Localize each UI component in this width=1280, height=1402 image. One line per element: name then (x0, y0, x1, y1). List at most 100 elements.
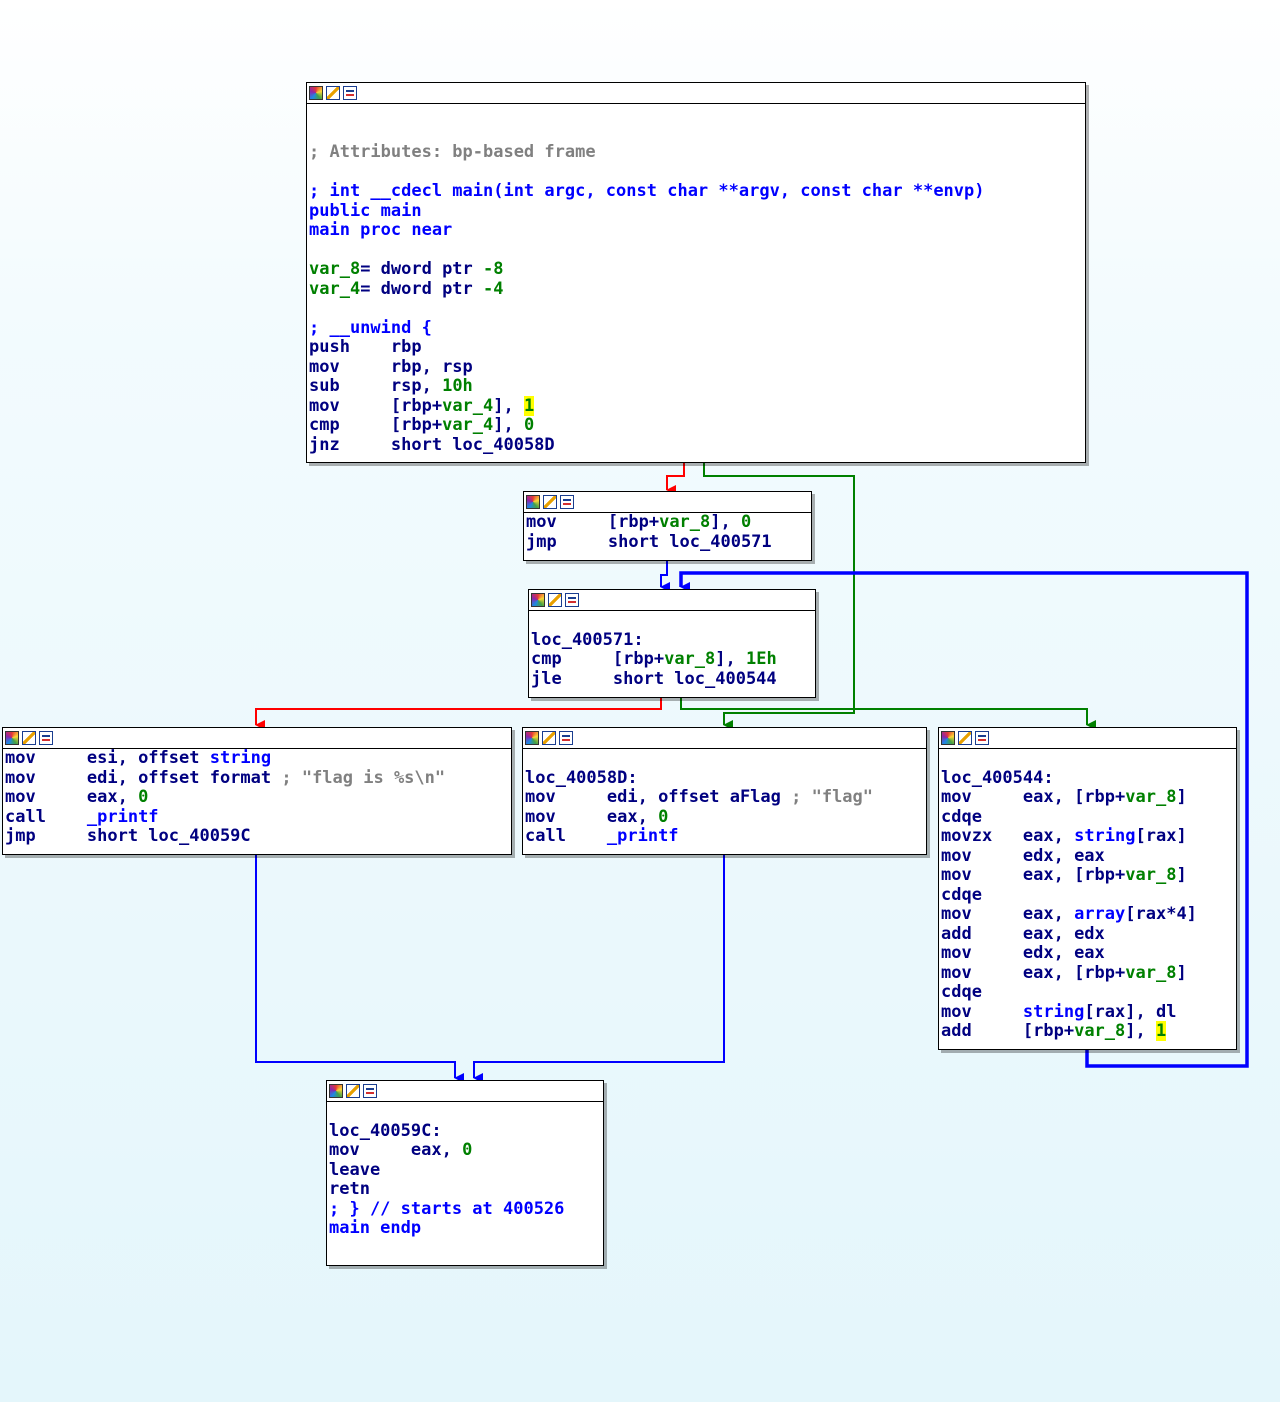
code-token[interactable]: rbp (390, 337, 422, 357)
code-token[interactable]: [rax], dl (1084, 1001, 1177, 1022)
code-token[interactable]: array (1074, 904, 1126, 924)
block-titlebar[interactable] (939, 728, 1236, 749)
code-token[interactable]: mov (941, 845, 1023, 866)
code-token[interactable]: -4 (483, 278, 504, 299)
code-token[interactable]: [rbp+ (1022, 1021, 1075, 1041)
code-token[interactable]: 0 (138, 787, 149, 807)
code-token[interactable]: sub (309, 376, 391, 396)
code-token[interactable]: ] (1176, 787, 1187, 807)
code-token[interactable]: ], (493, 395, 524, 416)
code-token[interactable]: 0 (462, 1140, 473, 1160)
code-token[interactable]: eax, [rbp+ (1022, 787, 1126, 807)
code-token[interactable]: cdqe (941, 806, 982, 827)
code-token[interactable]: -8 (483, 259, 504, 279)
code-token[interactable]: call (5, 806, 87, 827)
color-icon[interactable] (526, 495, 540, 509)
color-icon[interactable] (5, 731, 19, 745)
code-token[interactable]: var_8 (659, 512, 711, 532)
code-token[interactable]: short loc_40058D (390, 434, 555, 455)
code-token[interactable]: 1 (523, 395, 535, 416)
code-token[interactable]: [rbp+ (390, 415, 443, 435)
code-token[interactable]: eax, (606, 806, 659, 827)
code-token[interactable]: loc_40058D: (525, 767, 638, 788)
code-token[interactable]: var_8 (309, 259, 361, 279)
code-token[interactable]: jmp (526, 531, 608, 552)
code-token[interactable]: [rax] (1135, 826, 1187, 846)
color-icon[interactable] (525, 731, 539, 745)
rename-icon[interactable] (542, 731, 556, 745)
color-icon[interactable] (531, 593, 545, 607)
code-token[interactable]: call (525, 826, 607, 846)
code-token[interactable]: 10h (442, 376, 473, 396)
code-token[interactable]: edx, eax (1022, 943, 1105, 963)
color-icon[interactable] (941, 731, 955, 745)
graph-icon[interactable] (39, 731, 53, 745)
code-token[interactable]: rbp, rsp (390, 356, 473, 377)
code-token[interactable]: main endp (329, 1218, 422, 1238)
code-token[interactable]: ] (1176, 962, 1187, 983)
graph-icon[interactable] (559, 731, 573, 745)
code-token[interactable]: eax, (410, 1140, 463, 1160)
code-listing[interactable]: loc_40058D:mov edi, offset aFlag ; "flag… (523, 749, 926, 847)
code-token[interactable]: var_4 (442, 395, 494, 416)
color-icon[interactable] (309, 86, 323, 100)
code-token[interactable]: eax, [rbp+ (1022, 962, 1126, 983)
code-token[interactable]: ], (1125, 1021, 1156, 1041)
code-token[interactable]: var_8 (1125, 865, 1177, 885)
code-token[interactable]: [rbp+ (390, 395, 443, 416)
code-token[interactable]: var_8 (1074, 1021, 1126, 1041)
code-token[interactable]: ], (493, 415, 524, 435)
code-token[interactable]: _printf (86, 806, 159, 827)
code-token[interactable]: var_4 (309, 278, 361, 299)
code-listing[interactable]: ; Attributes: bp-based frame ; int __cdec… (307, 104, 1085, 455)
code-token[interactable]: 0 (523, 415, 535, 435)
code-token[interactable]: mov (5, 787, 87, 807)
code-token[interactable]: mov (941, 904, 1023, 924)
code-token[interactable]: ; "flag" (791, 787, 874, 807)
code-token[interactable]: ; int __cdecl main(int argc, const char … (309, 181, 985, 201)
code-token[interactable]: leave (329, 1159, 381, 1180)
code-token[interactable]: var_8 (1125, 787, 1177, 807)
code-token[interactable]: jnz (309, 434, 391, 455)
code-token[interactable]: cdqe (941, 884, 982, 905)
code-token[interactable]: esi, offset (86, 748, 210, 768)
code-token[interactable]: edi, offset format (86, 767, 282, 788)
code-token[interactable]: _printf (606, 826, 679, 846)
code-token[interactable]: 0 (658, 806, 669, 827)
code-token[interactable]: cmp (309, 415, 391, 435)
code-token[interactable]: var_8 (664, 649, 716, 669)
code-token[interactable]: main proc near (309, 220, 453, 240)
code-token[interactable]: mov (5, 748, 87, 768)
block-loc-40058D[interactable]: loc_40058D:mov edi, offset aFlag ; "flag… (522, 727, 927, 855)
code-token[interactable]: mov (329, 1140, 411, 1160)
graph-icon[interactable] (565, 593, 579, 607)
rename-icon[interactable] (22, 731, 36, 745)
code-token[interactable]: ; Attributes: bp-based frame (309, 142, 596, 162)
code-token[interactable]: edi, offset aFlag (606, 787, 792, 807)
code-token[interactable]: rsp, (390, 376, 443, 396)
code-token[interactable]: cmp (531, 649, 613, 669)
code-token[interactable]: [rax*4] (1125, 904, 1197, 924)
graph-icon[interactable] (363, 1084, 377, 1098)
code-token[interactable]: eax, [rbp+ (1022, 865, 1126, 885)
code-token[interactable]: public main (309, 200, 422, 221)
code-token[interactable]: jle (531, 668, 613, 689)
code-token[interactable]: mov (941, 962, 1023, 983)
block-titlebar[interactable] (327, 1081, 603, 1102)
code-token[interactable]: add (941, 923, 1023, 944)
code-token[interactable]: eax, edx (1022, 923, 1105, 944)
code-token[interactable]: mov (941, 943, 1023, 963)
block-titlebar[interactable] (524, 492, 811, 513)
rename-icon[interactable] (548, 593, 562, 607)
code-token[interactable]: mov (941, 787, 1023, 807)
code-token[interactable]: [rbp+ (612, 649, 665, 669)
code-token[interactable]: mov (526, 512, 608, 532)
code-token[interactable]: eax, (1022, 904, 1075, 924)
